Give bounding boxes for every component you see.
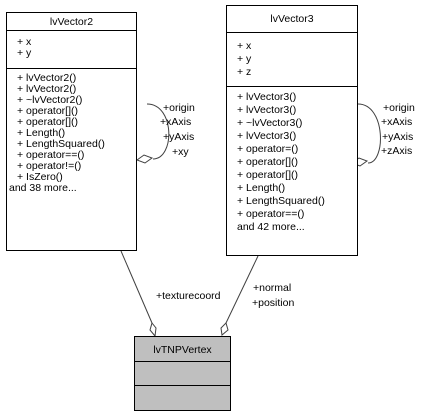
self-label: +zAxis <box>381 145 413 157</box>
self-label: +xAxis <box>160 116 192 128</box>
class-box-lvtnpvertex[interactable]: lvTNPVertex <box>134 336 231 411</box>
attribute: + y <box>237 53 252 65</box>
attribute: + z <box>237 66 252 78</box>
method: + Length() <box>237 182 286 194</box>
method: + operator[]() <box>17 105 78 117</box>
attributes-section: + x + y + z <box>227 33 357 87</box>
method: + operator==() <box>17 149 85 161</box>
edge-label-position: +position <box>252 297 295 309</box>
method: + lvVector3() <box>237 91 297 103</box>
attribute: + y <box>17 47 32 59</box>
self-loop-vector3 <box>357 103 381 164</box>
self-label: +xAxis <box>381 116 413 128</box>
methods-section: + lvVector2() + lvVector2() + ~lvVector2… <box>7 69 136 196</box>
class-box-lvvector2[interactable]: lvVector2 + x + y + lvVector2() + lvVect… <box>6 12 137 251</box>
self-label: +yAxis <box>163 131 195 143</box>
method: + lvVector2() <box>17 83 77 95</box>
diamond-self-vector2 <box>135 154 154 164</box>
method: + lvVector3() <box>237 104 297 116</box>
method: + lvVector2() <box>17 72 77 84</box>
method: + IsZero() <box>17 171 63 183</box>
method: + operator=() <box>237 143 299 155</box>
diamond-normal-position <box>220 322 229 336</box>
method: + LengthSquared() <box>237 195 325 207</box>
self-label: +xy <box>172 146 189 158</box>
more-members: and 38 more... <box>9 182 77 194</box>
edge-label-normal: +normal <box>253 282 292 294</box>
method: + operator[]() <box>17 116 78 128</box>
method: + ~lvVector3() <box>237 117 303 129</box>
method: + lvVector3() <box>237 130 297 142</box>
self-loop-vector2 <box>146 103 170 160</box>
class-title: lvVector2 <box>7 13 136 31</box>
class-title: lvTNPVertex <box>135 337 230 362</box>
class-box-lvvector3[interactable]: lvVector3 + x + y + z + lvVector3() + lv… <box>226 5 358 256</box>
self-label: +origin <box>383 102 415 114</box>
method: + LengthSquared() <box>17 138 105 150</box>
attributes-section: + x + y <box>7 31 136 69</box>
method: + operator[]() <box>237 156 298 168</box>
edge-texturecoord <box>120 250 153 324</box>
method: + ~lvVector2() <box>17 94 83 106</box>
more-members: and 42 more... <box>237 221 305 233</box>
method: + operator==() <box>237 208 305 220</box>
methods-section: + lvVector3() + lvVector3() + ~lvVector3… <box>227 87 357 236</box>
methods-section <box>135 386 230 410</box>
diamond-texturecoord <box>149 321 157 338</box>
method: + operator[]() <box>237 169 298 181</box>
edge-normal-position <box>225 255 259 324</box>
class-title: lvVector3 <box>227 6 357 33</box>
edge-label-texturecoord: +texturecoord <box>156 290 221 302</box>
attribute: + x <box>17 36 32 48</box>
method: + operator!=() <box>17 160 82 172</box>
attribute: + x <box>237 40 252 52</box>
method: + Length() <box>17 127 66 139</box>
self-label: +yAxis <box>382 131 414 143</box>
self-label: +origin <box>163 102 195 114</box>
attributes-section <box>135 362 230 386</box>
